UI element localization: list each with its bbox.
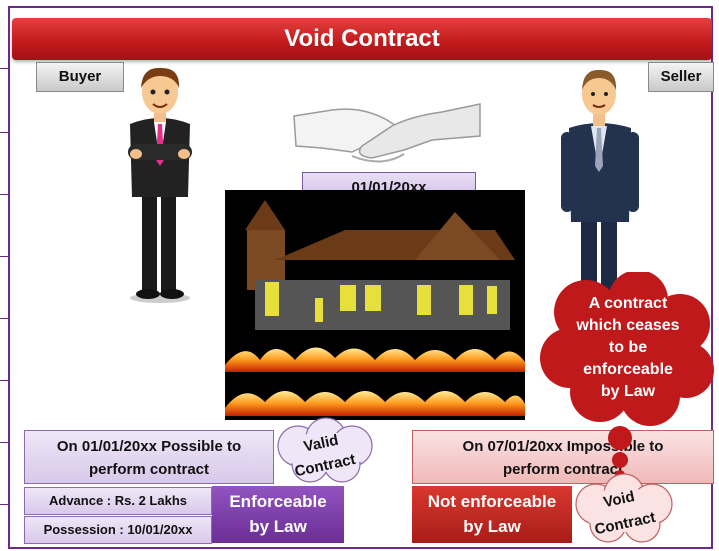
left-headline-box: On 01/01/20xx Possible to perform contra… <box>24 430 274 484</box>
enforceable-box: Enforceable by Law <box>212 486 344 543</box>
handshake-icon <box>293 103 481 163</box>
void-contract-cloud: Void Contract <box>575 473 673 543</box>
right-headline-box: On 07/01/20xx Impossible to perform cont… <box>412 430 714 484</box>
right-headline-line-2: perform contract <box>502 461 624 478</box>
seller-cloud-line-3: to be <box>609 339 647 356</box>
buyer-figure <box>128 67 192 303</box>
valid-contract-cloud: Valid Contract <box>277 417 373 483</box>
enforceable-line-1: Enforceable <box>229 492 327 511</box>
possession-box: Possession : 10/01/20xx <box>24 516 212 544</box>
left-headline-line-2: perform contract <box>88 461 210 478</box>
seller-thought-cloud: A contract which ceases to be enforceabl… <box>540 272 714 426</box>
slide-title: Void Contract <box>12 18 712 60</box>
not-enforceable-line-2: by Law <box>463 517 521 536</box>
left-headline-line-1: On 01/01/20xx Possible to <box>56 438 242 455</box>
not-enforceable-box: Not enforceable by Law <box>412 486 572 543</box>
seller-cloud-line-4: enforceable <box>583 361 673 378</box>
seller-cloud-line-5: by Law <box>601 383 656 400</box>
valid-cloud-line-1: Valid <box>302 432 340 456</box>
seller-label: Seller <box>648 62 714 92</box>
buyer-label: Buyer <box>36 62 124 92</box>
seller-cloud-line-1: A contract <box>589 295 668 312</box>
burning-house-image <box>225 190 525 420</box>
void-cloud-line-1: Void <box>602 488 636 511</box>
enforceable-line-2: by Law <box>249 517 307 536</box>
left-ruler <box>0 0 8 551</box>
seller-cloud-line-2: which ceases <box>575 317 679 334</box>
right-headline-line-1: On 07/01/20xx Impossible to <box>462 438 664 455</box>
not-enforceable-line-1: Not enforceable <box>427 492 557 511</box>
advance-box: Advance : Rs. 2 Lakhs <box>24 487 212 515</box>
